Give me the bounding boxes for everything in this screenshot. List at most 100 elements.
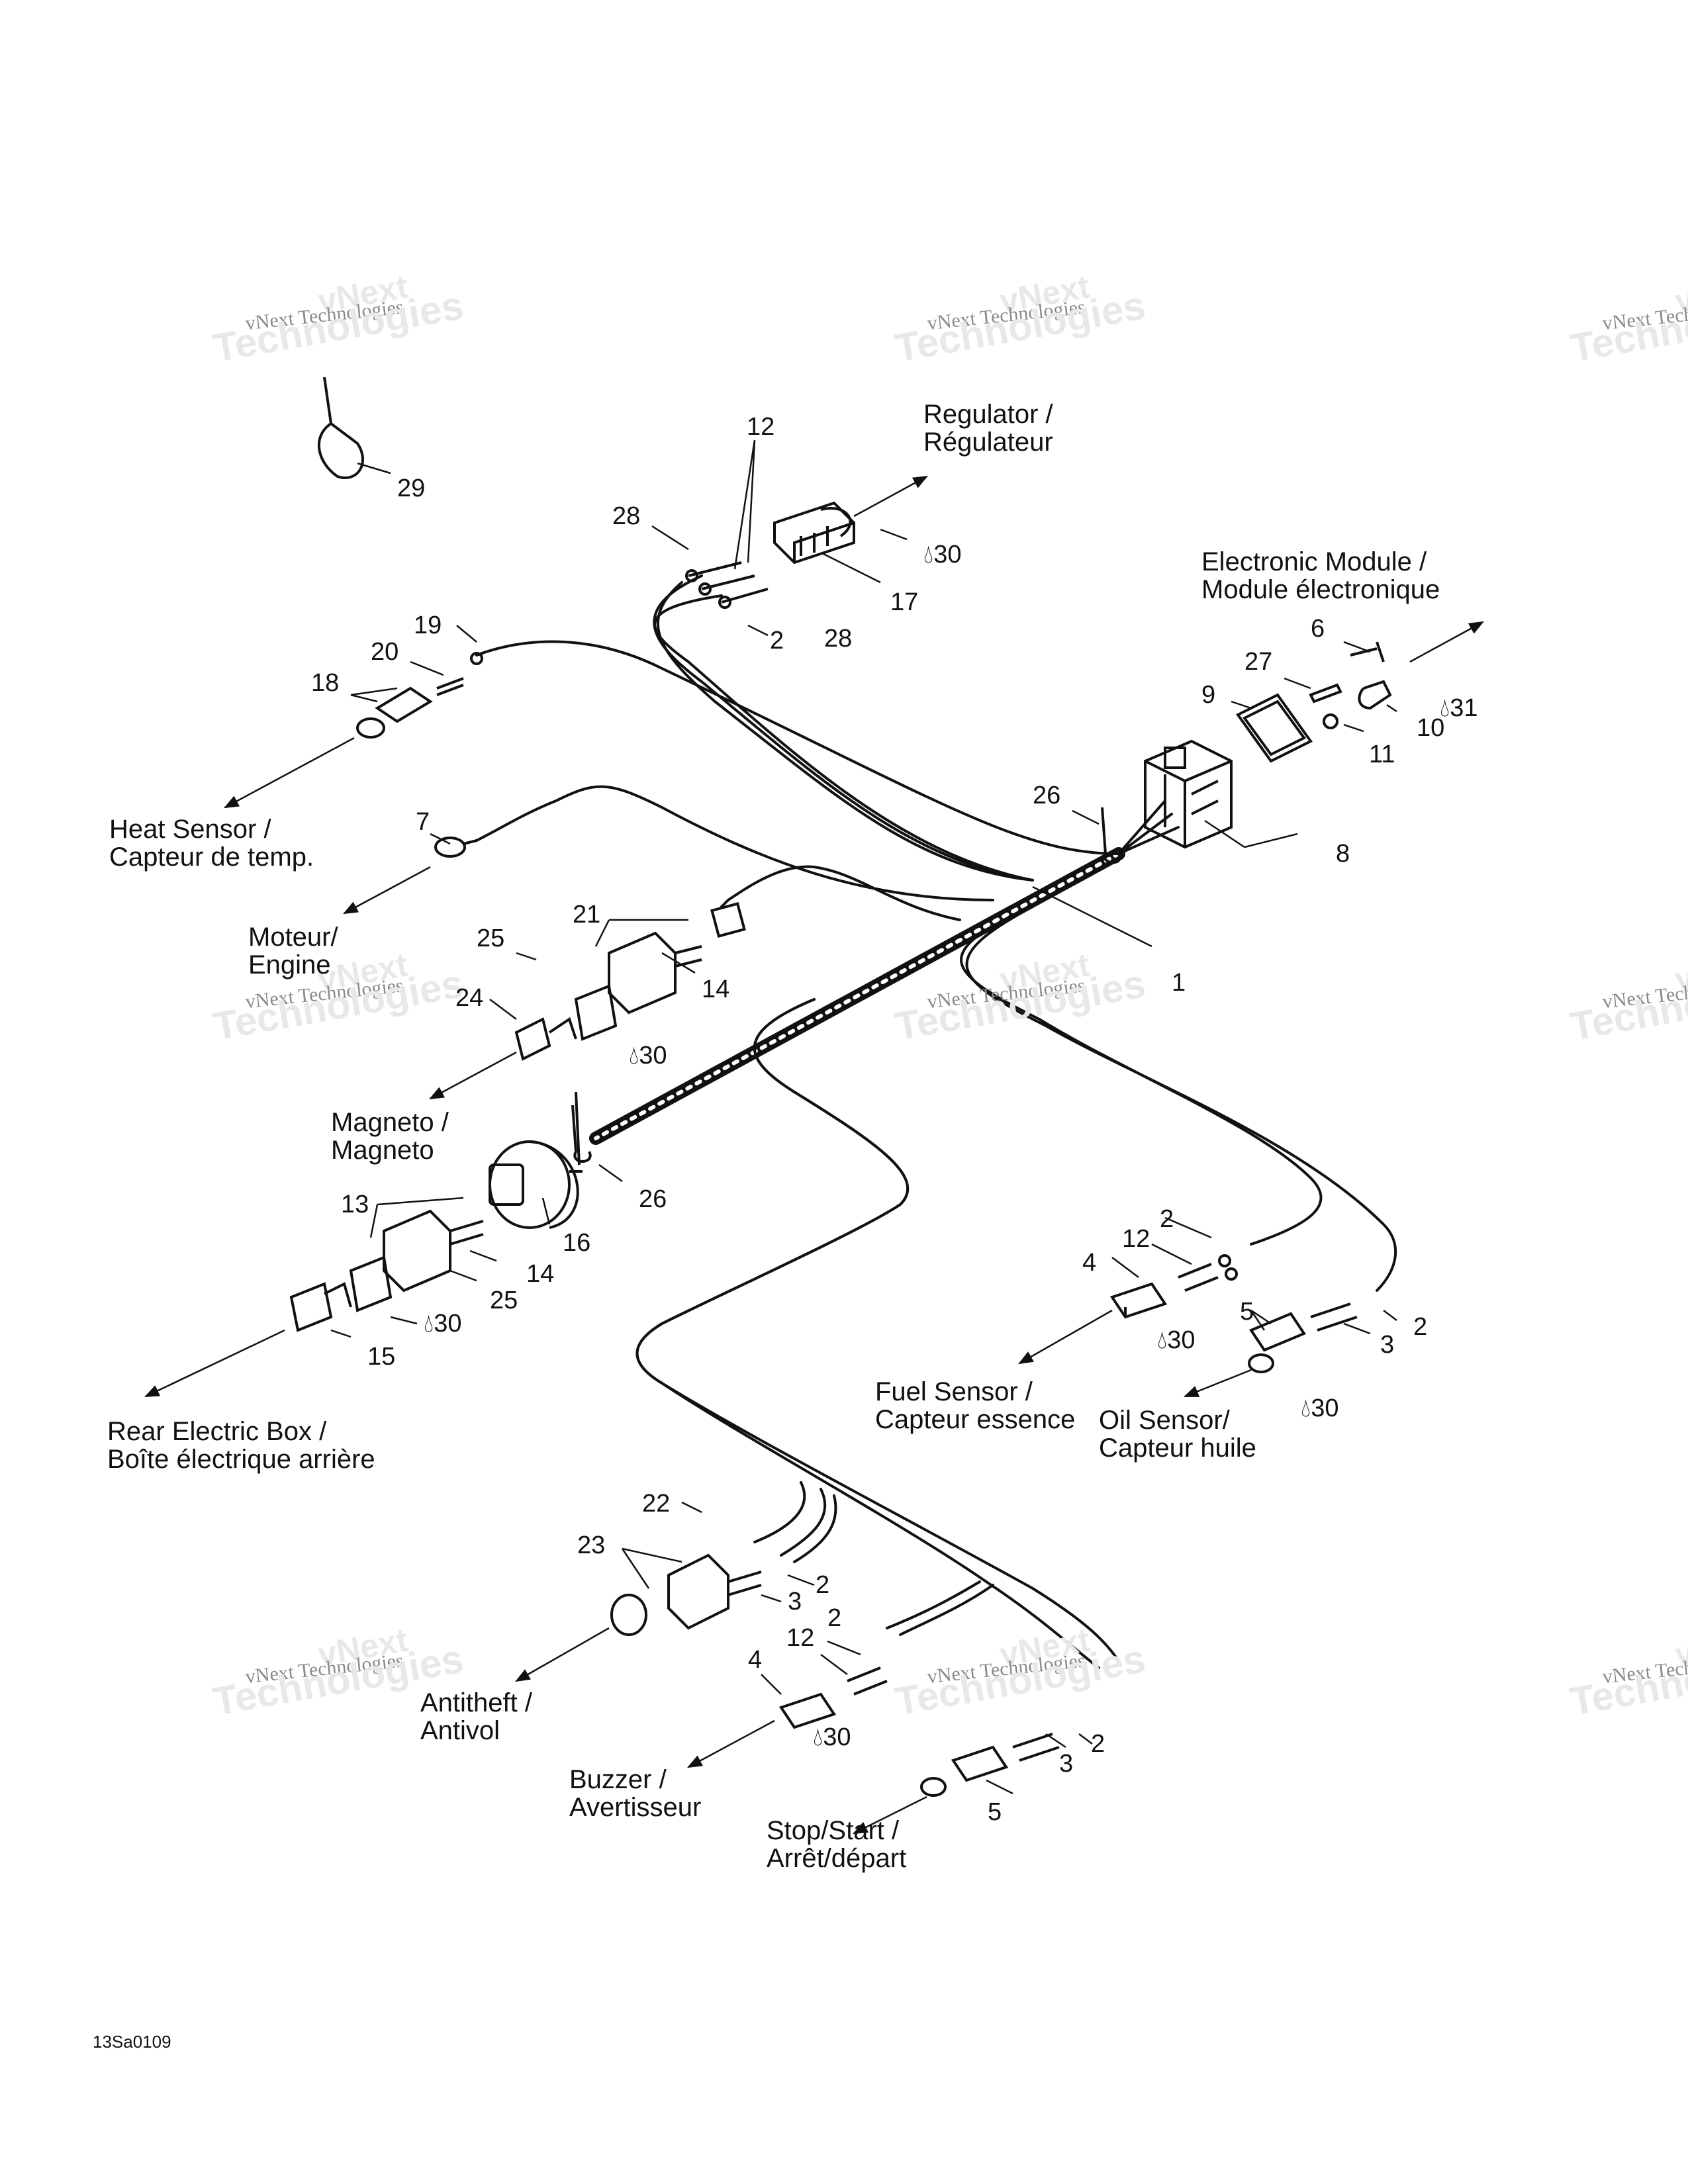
callout-5: 5 [1240,1298,1254,1326]
tie-strap-29 [318,377,365,479]
label-heat-sensor: Heat Sensor /Capteur de temp. [109,815,314,872]
callout-3: 3 [788,1588,802,1615]
arrow-heat-sensor [224,737,355,809]
plug-15 [289,1282,352,1332]
tie-strap-26-lower [571,1105,592,1163]
callout-12: 12 [786,1624,815,1652]
callout-12: 12 [747,413,775,441]
arrow-oil-sensor [1183,1369,1252,1398]
callout-2: 2 [1091,1730,1105,1758]
callout-26: 26 [1033,782,1061,809]
callout-30: 💧︎30 [923,541,962,569]
heat-sensor-connector [356,652,483,739]
callout-14: 14 [526,1260,555,1288]
tie-strap-26-upper [1101,807,1121,864]
callout-31: 💧︎31 [1440,694,1478,722]
callout-1: 1 [1172,969,1186,997]
drop-icon: 💧︎ [424,1310,434,1338]
magneto-plug [489,1091,583,1229]
callout-4: 4 [1082,1249,1097,1277]
arrow-antitheft [515,1627,610,1682]
callout-22: 22 [642,1490,671,1518]
wire-magneto [720,865,961,921]
regulator-connector [773,501,855,565]
wire-engine-ground [475,785,994,901]
callout-30: 💧︎30 [1301,1394,1339,1422]
callout-15: 15 [367,1343,396,1371]
nut-11 [1323,713,1338,729]
callout-5: 5 [988,1798,1002,1826]
arrow-fuel-sensor [1018,1309,1113,1365]
arrow-stop-start [852,1796,927,1835]
label-fuel-sensor: Fuel Sensor /Capteur essence [875,1377,1076,1434]
callout-30: 💧︎30 [629,1042,667,1069]
label-magneto: Magneto /Magneto [331,1108,449,1165]
electronic-module-connector [1144,739,1233,849]
callout-28: 28 [824,625,853,653]
callout-29: 29 [397,475,426,502]
callout-2: 2 [816,1571,830,1599]
callout-28: 28 [612,502,641,530]
callout-26: 26 [639,1185,667,1213]
label-regulator: Regulator /Régulateur [923,400,1053,457]
callout-6: 6 [1311,615,1325,643]
callout-30: 💧︎30 [1157,1326,1196,1354]
oil-sensor-connector [1248,1302,1358,1373]
wire-lower-branch [635,998,1100,1669]
callout-13: 13 [341,1191,369,1218]
terminal-27 [1309,683,1342,704]
callout-30: 💧︎30 [424,1310,462,1338]
callout-8: 8 [1336,840,1350,868]
callout-25: 25 [490,1287,518,1314]
label-stop-start: Stop/Start /Arrêt/départ [767,1816,907,1873]
ring-terminal-7 [434,837,477,858]
callout-30: 💧︎30 [813,1723,851,1751]
callout-2: 2 [770,627,784,655]
callout-2: 2 [1160,1205,1174,1233]
antitheft-connector [610,1553,762,1636]
drop-icon: 💧︎ [629,1042,639,1069]
arrow-electronic-module [1409,621,1484,663]
callout-23: 23 [577,1531,606,1559]
label-oil-sensor: Oil Sensor/Capteur huile [1099,1406,1256,1463]
drop-icon: 💧︎ [1157,1326,1168,1354]
callout-10: 10 [1417,714,1445,742]
callout-4: 4 [748,1646,763,1674]
callout-7: 7 [416,808,430,836]
wire-heat-sensor [475,640,1120,855]
callout-18: 18 [311,669,340,697]
arrow-engine [343,866,431,915]
callout-27: 27 [1244,648,1273,676]
label-rear-electric-box: Rear Electric Box /Boîte électrique arri… [107,1417,375,1474]
connector-14-lower [349,1209,484,1312]
callout-11: 11 [1369,741,1395,768]
figure-code: 13Sa0109 [93,2032,171,2052]
fuel-sensor-connector [1109,1282,1168,1319]
callout-21: 21 [573,901,601,929]
arrow-magneto [429,1051,517,1100]
connector-14-upper [574,902,746,1041]
callout-3: 3 [1059,1750,1074,1778]
wire-regulator [656,581,1034,882]
callout-25: 25 [477,925,505,952]
callout-14: 14 [702,976,730,1003]
callout-2: 2 [1413,1313,1428,1341]
stop-start-connector [920,1733,1060,1797]
callout-3: 3 [1380,1331,1395,1359]
callout-9: 9 [1201,681,1216,709]
callout-20: 20 [371,638,399,666]
callout-2: 2 [827,1604,842,1632]
terminal-10 [1358,680,1392,710]
drop-icon: 💧︎ [1440,694,1450,722]
module-seal [1236,693,1313,763]
callout-19: 19 [414,612,442,639]
drop-icon: 💧︎ [1301,1394,1311,1422]
label-electronic-module: Electronic Module /Module électronique [1201,547,1440,604]
callout-17: 17 [890,588,919,616]
screw-6 [1350,641,1385,662]
terminals-12-28 [685,561,769,609]
arrow-rear-electric-box [144,1329,285,1398]
plug-24 [514,1017,577,1061]
callout-24: 24 [455,984,484,1012]
